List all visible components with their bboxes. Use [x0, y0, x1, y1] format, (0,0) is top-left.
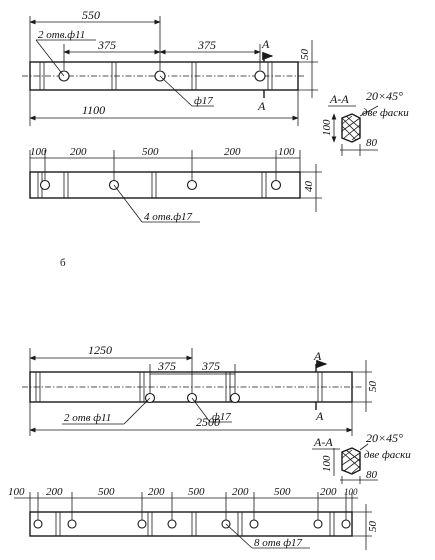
bottom-plan-dim-50: 50 [367, 521, 379, 533]
bottom-chamfer-note: две фаски [364, 449, 411, 461]
top-dim-50: 50 [299, 49, 311, 61]
top-chamfer-leader [359, 105, 379, 117]
top-dia-label: ф17 [194, 95, 213, 107]
top-section-letter-a: A [261, 37, 270, 51]
bottom-plan-hole [33, 519, 43, 529]
bottom-plan-dim: 200 [232, 486, 249, 498]
top-holes-label: 2 отв.ф11 [38, 29, 85, 41]
top-dim-375a: 375 [97, 38, 116, 52]
bottom-holes-label: 2 отв ф11 [64, 412, 111, 424]
top-section-profile [341, 113, 361, 143]
top-dim-375b: 375 [197, 38, 216, 52]
bottom-dia-label: ф17 [212, 411, 231, 423]
top-hole [254, 70, 266, 82]
bottom-plan-dim: 200 [320, 486, 337, 498]
bottom-plan-hole [313, 519, 323, 529]
top-plan-dim-40: 40 [303, 181, 315, 193]
bottom-plan-dim: 500 [188, 486, 205, 498]
bottom-plan-view: 100 200 500 200 500 200 500 200 100 50 8… [8, 486, 379, 550]
top-chamfer-note: две фаски [362, 107, 409, 119]
top-plan-holes-label: 4 отв.ф17 [144, 211, 193, 223]
top-plan-outline [29, 171, 301, 199]
bottom-dim-50: 50 [367, 381, 379, 393]
top-plan-view: 100 200 500 200 100 40 4 отв.ф17 [29, 146, 322, 223]
top-plan-hole [270, 179, 282, 191]
top-plan-dim: 500 [142, 146, 159, 158]
bottom-plan-dim: 200 [46, 486, 63, 498]
bottom-section-title: A-A [313, 435, 333, 449]
bottom-section-profile [341, 447, 361, 475]
bottom-plan-holes-leader [225, 523, 253, 549]
bottom-plan-hole [249, 519, 259, 529]
bottom-dim-375a: 375 [157, 359, 176, 373]
top-plan-hole [186, 179, 198, 191]
bottom-plan-hole [341, 519, 351, 529]
top-elevation-view: 550 375 375 2 отв.ф11 ф17 A A 50 1100 [22, 8, 318, 126]
bottom-plan-dim: 200 [148, 486, 165, 498]
top-dia-leader [159, 75, 193, 107]
bottom-dia-leader [191, 397, 211, 423]
bottom-plan-hole [137, 519, 147, 529]
bottom-hole [229, 392, 241, 404]
top-plan-dim: 200 [70, 146, 87, 158]
top-section-view: A-A 20×45° две фаски 100 80 [321, 89, 409, 156]
top-plan-dim: 100 [278, 146, 295, 158]
bottom-plan-dim: 100 [8, 486, 25, 498]
top-holes-leader [35, 39, 65, 77]
bottom-plan-outline [29, 511, 353, 537]
bottom-plan-dim: 100 [344, 487, 358, 497]
bottom-chamfer: 20×45° [366, 431, 403, 445]
bottom-dim-2500: 2500 [196, 415, 220, 429]
top-section-hatch [341, 115, 361, 141]
top-section-title: A-A [329, 92, 349, 106]
bottom-section-hatch [341, 449, 361, 474]
bottom-holes-leader [123, 397, 151, 425]
top-plan-hole [39, 179, 51, 191]
bottom-plan-holes-label: 8 отв ф17 [254, 537, 303, 549]
bottom-section-height: 100 [321, 455, 333, 472]
top-section-letter-b: A [257, 99, 266, 113]
top-dim-1100: 1100 [82, 103, 105, 117]
bottom-plan-hole [167, 519, 177, 529]
top-chamfer: 20×45° [366, 89, 403, 103]
top-plan-holes-leader [113, 184, 143, 223]
bottom-dim-1250: 1250 [88, 343, 112, 357]
top-section-height: 100 [321, 119, 333, 136]
bottom-plan-hole [67, 519, 77, 529]
top-plan-dim: 100 [30, 146, 47, 158]
top-section-width: 80 [366, 137, 378, 149]
bottom-section-width: 80 [366, 469, 378, 481]
top-plan-dim: 200 [224, 146, 241, 158]
bottom-plan-dim: 500 [274, 486, 291, 498]
bottom-section-letter-a: A [313, 349, 322, 363]
bottom-section-letter-b: A [315, 409, 324, 423]
top-dim-550: 550 [82, 8, 100, 22]
bottom-plan-dim: 500 [98, 486, 115, 498]
bottom-dim-375b: 375 [201, 359, 220, 373]
bottom-elevation-view: 1250 375 375 A A 50 2 отв ф11 ф17 2500 [22, 343, 379, 436]
variant-label: б [60, 257, 66, 269]
bottom-section-view: A-A 20×45° две фаски 100 80 [312, 431, 411, 484]
